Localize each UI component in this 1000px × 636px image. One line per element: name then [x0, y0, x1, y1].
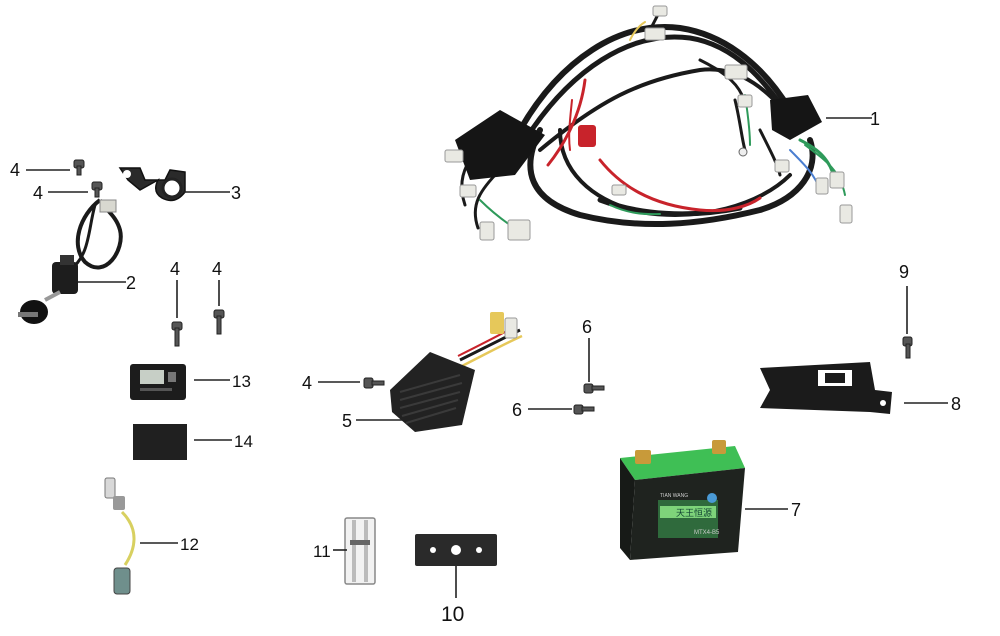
bolt-4-mid-b: [213, 309, 225, 335]
callout-12: 12: [180, 535, 199, 554]
bolt-6-b: [573, 404, 595, 415]
sensor-wire: [104, 477, 136, 595]
ignition-switch: [18, 198, 123, 324]
callout-14: 14: [234, 432, 253, 451]
callout-2: 2: [126, 273, 136, 293]
battery-brand-text: TIAN WANG: [660, 493, 688, 499]
bolt-9: [902, 336, 913, 359]
wiring-harness: [444, 5, 853, 241]
fuse: [344, 517, 376, 585]
callout-6b: 6: [512, 400, 522, 420]
rubber-plate: [415, 534, 497, 566]
bolt-6-a: [583, 383, 605, 394]
callout-3: 3: [231, 183, 241, 203]
callout-8: 8: [951, 394, 961, 414]
callout-10: 10: [441, 603, 464, 626]
callout-4c: 4: [170, 259, 180, 279]
callout-9: 9: [899, 262, 909, 282]
callout-4b: 4: [33, 183, 43, 203]
callout-5: 5: [342, 411, 352, 431]
bolts: [73, 159, 913, 415]
bolt-4-mid-a: [171, 321, 183, 347]
callout-4e: 4: [302, 373, 312, 393]
bolt-4-top-b: [91, 181, 103, 198]
foam-pad: [133, 424, 187, 460]
mounting-bracket: [118, 167, 186, 202]
callout-1: 1: [870, 109, 880, 129]
battery-model-text: MTX4-B5: [694, 530, 720, 536]
callout-4d: 4: [212, 259, 222, 279]
bolt-4-regulator: [363, 377, 385, 389]
callout-6a: 6: [582, 317, 592, 337]
callout-4a: 4: [10, 160, 20, 180]
regulator-rectifier: [390, 312, 523, 432]
hour-meter: [130, 364, 186, 400]
callout-11: 11: [313, 542, 331, 561]
callout-7: 7: [791, 500, 801, 520]
bolt-4-top-a: [73, 159, 85, 176]
battery: 天王恒源 MTX4-B5 TIAN WANG: [620, 440, 745, 560]
leader-lines: [26, 117, 948, 598]
battery-tray: [760, 362, 892, 414]
callout-13: 13: [232, 372, 251, 391]
battery-front-text: 天王恒源: [676, 507, 712, 518]
callouts: 1 2 3 4 4 4 4 4 5 6 6 7 8 9 10 11 12 13 …: [10, 109, 961, 626]
